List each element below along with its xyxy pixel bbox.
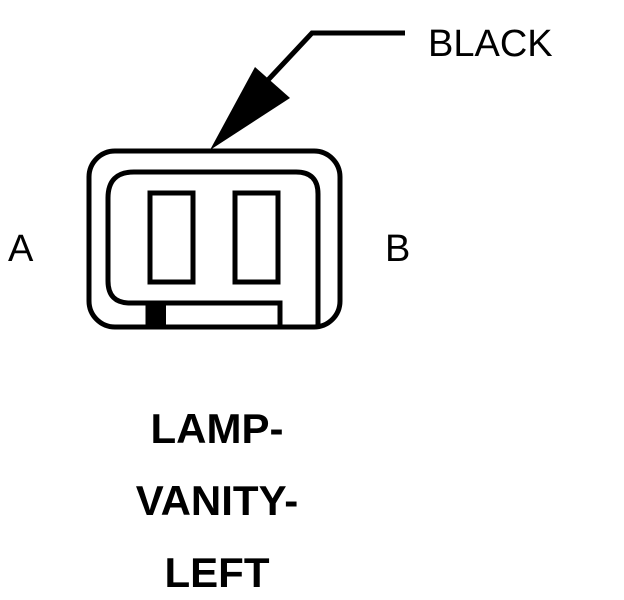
pin-cavity-b (232, 190, 281, 285)
pin-cavity-a (147, 190, 196, 285)
connector-name-line-3: LEFT (165, 549, 270, 596)
connector-name-line-2: VANITY- (136, 477, 299, 524)
pin-label-b: B (385, 228, 410, 270)
connector-housing (86, 148, 343, 330)
connector-name-line-1: LAMP- (151, 405, 284, 452)
wire-color-label: BLACK (428, 23, 553, 65)
connector-key-mark (149, 305, 166, 326)
connector-inner-cavity (105, 169, 321, 326)
pin-label-a: A (8, 228, 34, 270)
connector-locking-tab (148, 300, 283, 326)
wire-color-leader-line (266, 30, 405, 82)
wire-color-arrowhead (210, 67, 290, 150)
